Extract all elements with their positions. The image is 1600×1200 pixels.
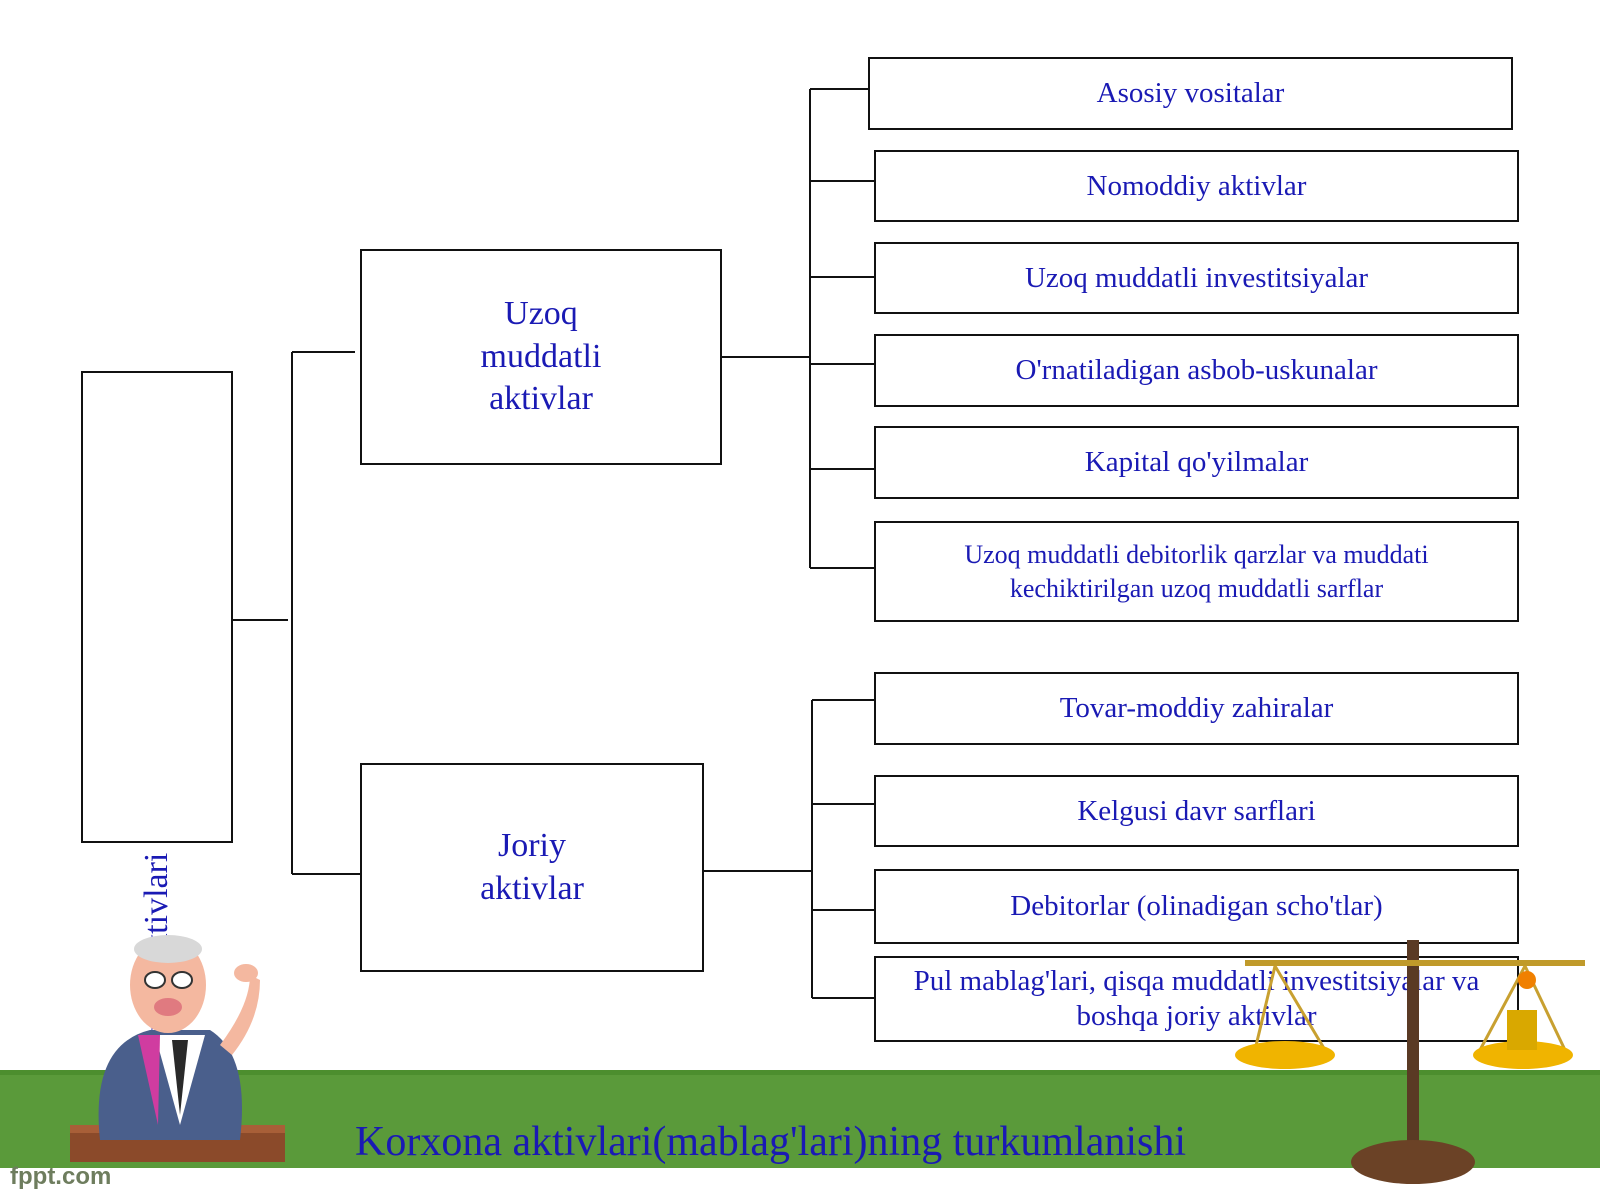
leaf-current-0: Tovar-moddiy zahiralar (874, 672, 1519, 745)
leaf-label: Kapital qo'yilmalar (1084, 446, 1309, 479)
node-current-assets: Joriy aktivlar (360, 763, 704, 972)
slide-title: Korxona aktivlari(mablag'lari)ning turku… (355, 1119, 1187, 1165)
cartoon-businessman-illustration (70, 935, 285, 1162)
balance-scale-illustration (1235, 940, 1585, 1184)
leaf-label: Tovar-moddiy zahiralar (1059, 692, 1334, 725)
leaf-label: Pul mablag'lari, qisqa muddatli investit… (913, 965, 1480, 1032)
leaf-label: Debitorlar (olinadigan scho'tlar) (1010, 890, 1383, 923)
node-long-term-assets: Uzoq muddatli aktivlar (360, 249, 722, 465)
leaf-label: Asosiy vositalar (1096, 77, 1285, 110)
leaf-label: Uzoq muddatli investitsiyalar (1024, 261, 1369, 294)
leaf-label: Kelgusi davr sarflari (1077, 794, 1316, 827)
leaf-current-1: Kelgusi davr sarflari (874, 775, 1519, 847)
node-current-assets-label: Joriy aktivlar (480, 827, 584, 907)
leaf-label: O'rnatiladigan asbob-uskunalar (1015, 354, 1378, 387)
brand-logo: fppt.com (10, 1163, 112, 1190)
leaf-long-term-2: Uzoq muddatli investitsiyalar (874, 242, 1519, 314)
footer-strip (0, 1168, 1600, 1200)
leaf-long-term-5: Uzoq muddatli debitorlik qarzlar va mudd… (874, 521, 1519, 622)
node-long-term-assets-label: Uzoq muddatli aktivlar (480, 295, 602, 418)
leaf-long-term-4: Kapital qo'yilmalar (874, 426, 1519, 499)
leaf-label: Nomoddiy aktivlar (1086, 169, 1307, 202)
leaf-label: Uzoq muddatli debitorlik qarzlar va mudd… (964, 539, 1429, 603)
leaf-long-term-1: Nomoddiy aktivlar (874, 150, 1519, 222)
leaf-current-2: Debitorlar (olinadigan scho'tlar) (874, 869, 1519, 944)
leaf-long-term-0: Asosiy vositalar (868, 57, 1513, 130)
root-node: Korxona aktivlari (81, 371, 233, 1093)
leaf-long-term-3: O'rnatiladigan asbob-uskunalar (874, 334, 1519, 407)
